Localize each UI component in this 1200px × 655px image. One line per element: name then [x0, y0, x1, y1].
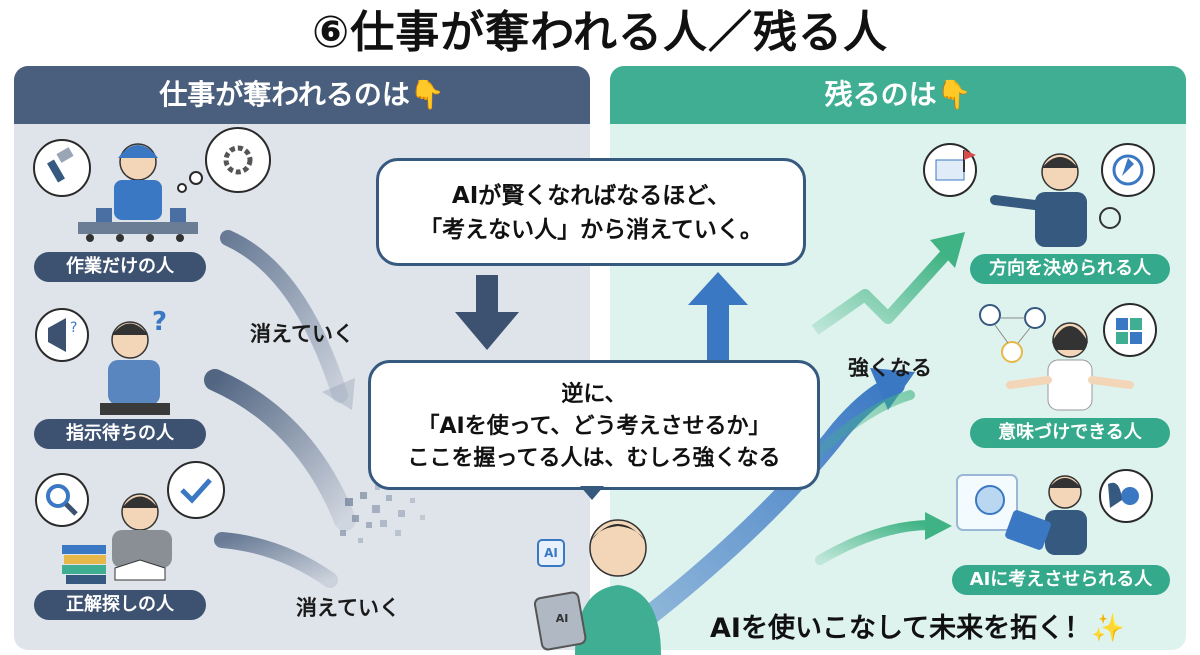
item-label-ai-thinker: AIに考えさせられる人	[952, 565, 1170, 595]
meaning-person-illustration	[979, 303, 1157, 411]
tablet-label: AI	[555, 612, 569, 625]
mid-bubble-line-3: ここを握ってる人は、むしろ強くなる	[407, 446, 781, 471]
mid-bubble-line-2: 「AIを使って、どう考えさせるか」	[417, 414, 771, 439]
item-label-meaning-maker: 意味づけできる人	[970, 418, 1170, 448]
down-arrow-shaft	[476, 275, 498, 315]
ai-chip-label: AI	[544, 546, 558, 560]
bottom-message: AIを使いこなして未来を拓く！✨	[710, 613, 1125, 644]
fade-arrowhead-1	[322, 378, 355, 410]
center-person-illustration	[533, 519, 661, 655]
leader-illustration	[923, 143, 1155, 247]
searching-person-illustration	[35, 461, 225, 584]
item-label-direction-setter: 方向を決められる人	[970, 254, 1170, 284]
worker-illustration	[33, 127, 271, 242]
zigzag-arrowhead	[930, 232, 965, 268]
fade-arrow-3	[214, 532, 338, 588]
item-label-wait-instruction: 指示待ちの人	[34, 419, 206, 449]
fade-label-2: 消えていく	[296, 596, 400, 620]
fade-arrow-2	[204, 369, 356, 531]
ai-user-illustration	[956, 469, 1153, 555]
svg-text:?: ?	[70, 320, 77, 336]
zigzag-arrow	[811, 250, 950, 335]
green-arrow-bottom	[815, 520, 935, 565]
page-title: ⑥仕事が奪われる人／残る人	[311, 7, 889, 58]
left-panel-header: 仕事が奪われるのは👇	[14, 66, 590, 124]
top-message-bubble: AIが賢くなればなるほど、 「考えない人」から消えていく。	[376, 158, 806, 266]
waiting-person-illustration: ? ?	[35, 307, 170, 415]
top-bubble-line-1: AIが賢くなればなるほど、	[451, 183, 731, 209]
right-panel-header: 残るのは👇	[610, 66, 1186, 124]
big-blue-arrowhead	[870, 368, 915, 410]
mid-bubble-line-1: 逆に、	[561, 382, 627, 407]
green-arrowhead-bottom	[925, 512, 952, 540]
svg-text:?: ?	[152, 307, 167, 337]
up-arrow-shaft	[707, 302, 729, 360]
item-label-task-only: 作業だけの人	[34, 252, 206, 282]
middle-message-bubble: 逆に、 「AIを使って、どう考えさせるか」 ここを握ってる人は、むしろ強くなる	[368, 360, 820, 490]
item-label-answer-seeker: 正解探しの人	[34, 590, 206, 620]
top-bubble-line-2: 「考えない人」から消えていく。	[419, 217, 763, 243]
bubble-tail	[580, 486, 604, 500]
up-arrow-head	[688, 272, 748, 305]
fade-arrow-1	[220, 230, 348, 403]
dissolve-pixels	[340, 485, 425, 543]
down-arrow-head	[455, 312, 519, 350]
fade-label-1: 消えていく	[250, 322, 354, 346]
grow-label: 強くなる	[848, 356, 932, 380]
